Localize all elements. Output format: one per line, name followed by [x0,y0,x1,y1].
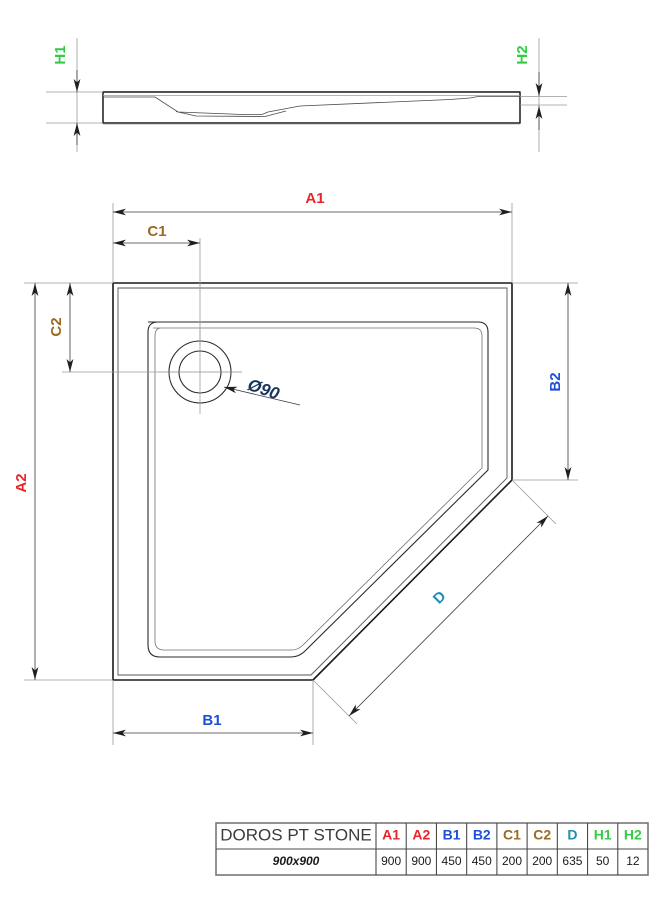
plan-view-group: Ø90 A1 C1 A2 [13,190,578,745]
spec-table-header-B2: B2 [473,827,491,843]
drain-leader-line [223,386,301,406]
D-ext-lower [312,679,358,725]
spec-table-variant: 900x900 [273,854,320,868]
dimension-H1: H1 [46,38,103,152]
section-outline [102,91,521,124]
spec-table-header-C2: C2 [533,827,551,843]
dimension-A2: A2 [13,282,113,681]
spec-table-group: DOROS PT STONE 900x900 A1 900 A2 900 B1 450 B2 45… [215,822,649,876]
dimension-B1: B1 [112,680,314,745]
tray-basin-outline [147,321,489,658]
dimension-C1: C1 [113,223,201,345]
spec-table-value-A2: 900 [411,854,431,868]
spec-table-text: DOROS PT STONE 900x900 A1 900 A2 900 B1 450 B2 45… [220,825,642,868]
spec-table-value-B2: 450 [472,854,492,868]
spec-table-product-name: DOROS PT STONE [220,825,371,844]
dimension-C2: C2 [48,283,158,373]
spec-table-header-B1: B1 [443,827,461,843]
spec-table-grid [375,823,619,875]
spec-table-value-C2: 200 [532,854,552,868]
dimension-label-C2: C2 [48,317,65,336]
spec-table-value-A1: 900 [381,854,401,868]
D-ext-upper [511,479,557,525]
spec-table-header-H1: H1 [594,827,612,843]
section-view-group: H1 H2 [46,38,567,152]
spec-table-value-C1: 200 [502,854,522,868]
section-slope-contour [103,96,520,115]
dimension-label-H2: H2 [514,45,531,64]
spec-table-value-D: 635 [562,854,582,868]
dimension-label-H1: H1 [52,45,69,64]
spec-table-header-H2: H2 [624,827,642,843]
section-profile [102,91,521,125]
tray-basin-inner-outline [153,327,483,651]
tray-outer-outline [112,282,513,681]
section-drain-recess [175,110,287,117]
D-dimension-line [348,515,549,717]
dimension-label-C1: C1 [147,223,166,240]
drain-hole-group: Ø90 [158,330,301,414]
dimension-label-B2: B2 [547,372,564,391]
spec-table-value-H1: 50 [596,854,610,868]
dimension-label-A2: A2 [13,473,30,492]
dimension-label-A1: A1 [305,190,324,207]
spec-table-header-A1: A1 [382,827,400,843]
dimension-label-D: D [430,588,450,608]
dimension-B2: B2 [512,282,578,481]
spec-table-header-D: D [567,827,577,843]
spec-table-value-H2: 12 [626,854,640,868]
dimension-A1: A1 [112,190,513,283]
dimension-label-B1: B1 [202,712,221,729]
spec-table-header-C1: C1 [503,827,521,843]
spec-table-header-A2: A2 [412,827,430,843]
dimension-H2: H2 [514,38,567,152]
spec-table-value-B1: 450 [442,854,462,868]
